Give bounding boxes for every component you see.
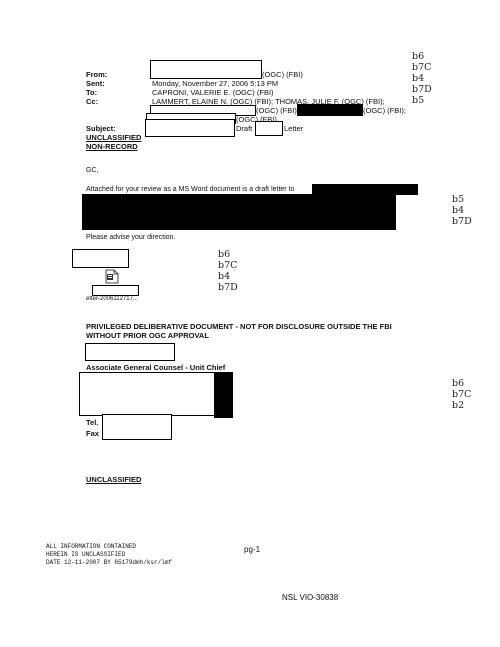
declassification-stamp-line-3: DATE 12-11-2007 BY 65179dmh/ksr/lmf bbox=[46, 559, 173, 566]
exemption-code: b4 bbox=[412, 73, 425, 84]
exemption-code: b6 bbox=[218, 249, 231, 260]
exemption-code: b7C bbox=[412, 62, 432, 73]
subject-label: Subject: bbox=[86, 124, 116, 133]
exemption-code: b7C bbox=[452, 389, 472, 400]
non-record-label: NON-RECORD bbox=[86, 142, 138, 151]
document-id: NSL VIO-30838 bbox=[282, 593, 339, 602]
greeting: GC, bbox=[86, 167, 99, 174]
exemption-code: b4 bbox=[452, 205, 465, 216]
sent-value: Monday, November 27, 2006 5:13 PM bbox=[152, 79, 279, 88]
cc-line-2b: (OGC) (FBI); bbox=[363, 106, 406, 115]
redaction-box bbox=[255, 121, 283, 136]
to-label: To: bbox=[86, 88, 98, 97]
redaction-box bbox=[79, 372, 217, 416]
classification-footer: UNCLASSIFIED bbox=[86, 475, 142, 484]
from-value: (OGC) (FBI) bbox=[262, 70, 303, 79]
exemption-code: b2 bbox=[452, 400, 465, 411]
fax-label: Fax bbox=[86, 429, 99, 438]
attachment-filename[interactable]: etter-2006112717... bbox=[86, 296, 138, 302]
subject-draft: Draft bbox=[236, 124, 253, 133]
redaction-box bbox=[102, 414, 172, 440]
redaction-box bbox=[72, 249, 129, 268]
from-label: From: bbox=[86, 70, 108, 79]
cc-line-2a: (OGC) (FBI) bbox=[256, 106, 297, 115]
body-line-1: Attached for your review as a MS Word do… bbox=[86, 186, 295, 193]
cc-line-3: (OGC) (FBI) bbox=[236, 115, 277, 124]
exemption-code: b4 bbox=[218, 271, 231, 282]
classification-header: UNCLASSIFIED bbox=[86, 133, 142, 142]
exemption-code: b7C bbox=[218, 260, 238, 271]
exemption-code: b5 bbox=[412, 95, 425, 106]
signature-title: Associate General Counsel - Unit Chief bbox=[86, 363, 226, 372]
subject-letter: Letter bbox=[284, 124, 304, 133]
redaction-box bbox=[150, 60, 262, 79]
word-document-icon[interactable] bbox=[104, 268, 119, 284]
redaction-box bbox=[85, 343, 175, 361]
privileged-notice-line-1: PRIVILEGED DELIBERATIVE DOCUMENT - NOT F… bbox=[86, 322, 392, 331]
page-number: pg-1 bbox=[244, 545, 261, 554]
declassification-stamp-line-2: HEREIN IS UNCLASSIFIED bbox=[46, 551, 126, 558]
exemption-code: b5 bbox=[452, 194, 465, 205]
to-value: CAPRONI, VALERIE E. (OGC) (FBI) bbox=[152, 88, 274, 97]
redaction-box bbox=[145, 119, 235, 137]
redaction-box bbox=[92, 285, 139, 296]
redaction-block bbox=[82, 194, 396, 230]
exemption-code: b7D bbox=[412, 84, 432, 95]
exemption-code: b7D bbox=[452, 216, 472, 227]
tel-label: Tel. bbox=[86, 418, 99, 427]
advise-line: Please advise your direction. bbox=[86, 234, 176, 241]
redaction-block bbox=[297, 104, 363, 116]
exemption-code: b7D bbox=[218, 282, 238, 293]
sent-label: Sent: bbox=[86, 79, 105, 88]
cc-label: Cc: bbox=[86, 97, 99, 106]
privileged-notice-line-2: WITHOUT PRIOR OGC APPROVAL bbox=[86, 331, 209, 340]
cc-line-1: LAMMERT, ELAINE N. (OGC) (FBI); THOMAS, … bbox=[152, 97, 385, 106]
exemption-code: b6 bbox=[452, 378, 465, 389]
exemption-code: b6 bbox=[412, 51, 425, 62]
redaction-block bbox=[214, 372, 233, 418]
declassification-stamp-line-1: ALL INFORMATION CONTAINED bbox=[46, 543, 137, 550]
